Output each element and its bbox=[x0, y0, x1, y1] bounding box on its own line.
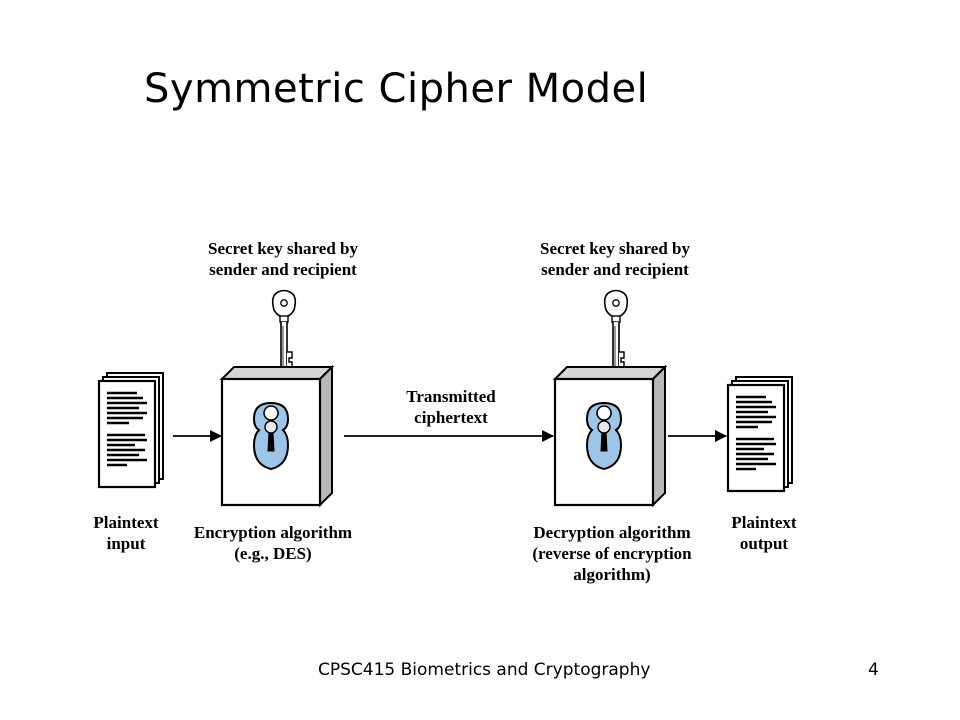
plaintext-output-document-icon bbox=[726, 375, 794, 493]
footer-course-title: CPSC415 Biometrics and Cryptography bbox=[318, 660, 651, 680]
transmitted-ciphertext-label: Transmitted ciphertext bbox=[406, 387, 496, 427]
encryption-algorithm-label: Encryption algorithm (e.g., DES) bbox=[193, 523, 353, 563]
encryption-box-icon bbox=[220, 365, 334, 507]
key-label-left: Secret key shared by sender and recipien… bbox=[207, 239, 358, 279]
plaintext-input-label: Plaintext input bbox=[93, 513, 159, 553]
decryption-algorithm-label: Decryption algorithm (reverse of encrypt… bbox=[532, 523, 692, 584]
right-key-icon bbox=[603, 289, 629, 377]
decryption-box-icon bbox=[553, 365, 667, 507]
left-key-icon bbox=[271, 289, 297, 377]
page-number: 4 bbox=[868, 660, 879, 680]
plaintext-output-label: Plaintext output bbox=[731, 513, 797, 553]
slide-title: Symmetric Cipher Model bbox=[144, 66, 649, 112]
plaintext-input-document-icon bbox=[97, 371, 165, 489]
key-label-right: Secret key shared by sender and recipien… bbox=[539, 239, 690, 279]
